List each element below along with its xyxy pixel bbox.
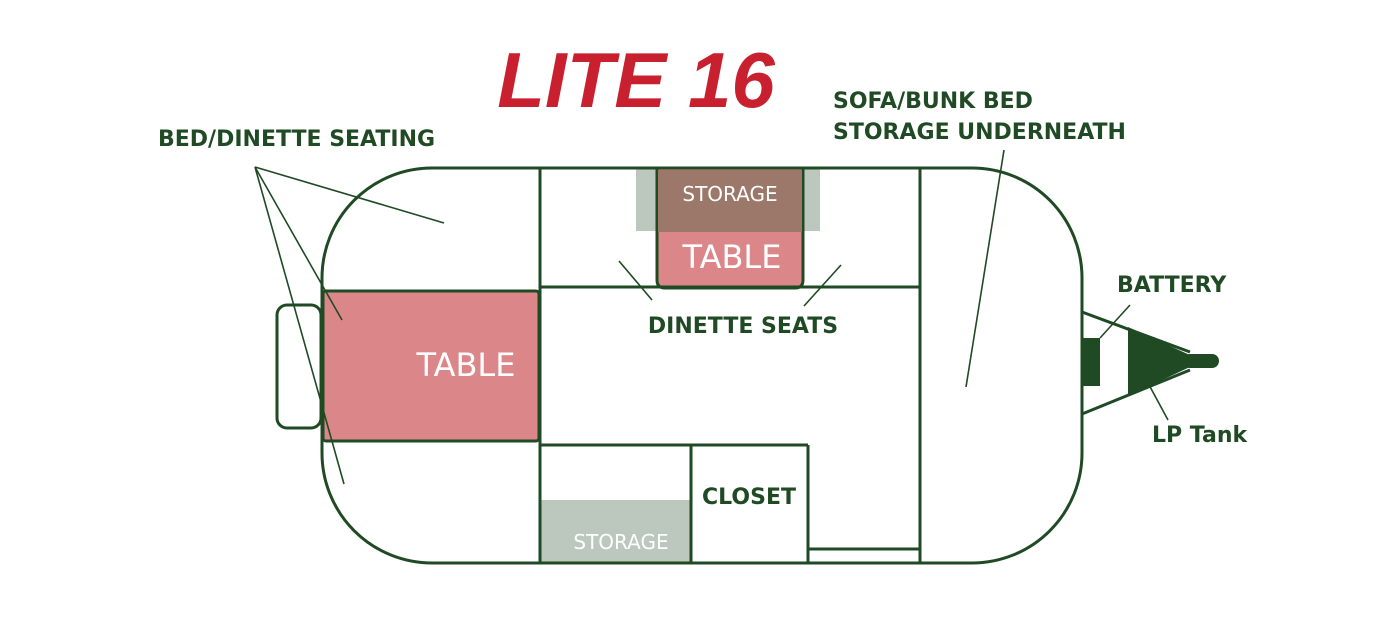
storage-underneath-label: STORAGE UNDERNEATH [833,120,1126,145]
rear-bumper [275,303,323,430]
interior-walls [538,168,922,563]
storage-bottom-area [540,500,690,563]
closet-label: CLOSET [702,485,796,510]
page-title: LITE 16 [497,36,775,124]
hitch-assembly [1081,310,1219,416]
table-left-label: TABLE [416,346,516,384]
bed-dinette-seating-label: BED/DINETTE SEATING [158,127,435,152]
battery-label: BATTERY [1117,273,1227,298]
storage-top-label: STORAGE [682,182,777,206]
storage-bottom-label: STORAGE [573,530,668,554]
battery-box [1082,338,1100,386]
lp-tank-shape [1128,327,1192,396]
storage-top-brown [658,170,802,232]
lp-tank-label: LP Tank [1152,423,1248,448]
dinette-seats-label: DINETTE SEATS [648,314,838,339]
leader-lines [254,149,1169,485]
table-top-label: TABLE [682,238,782,276]
sofa-bunk-bed-label: SOFA/BUNK BED [833,89,1033,114]
